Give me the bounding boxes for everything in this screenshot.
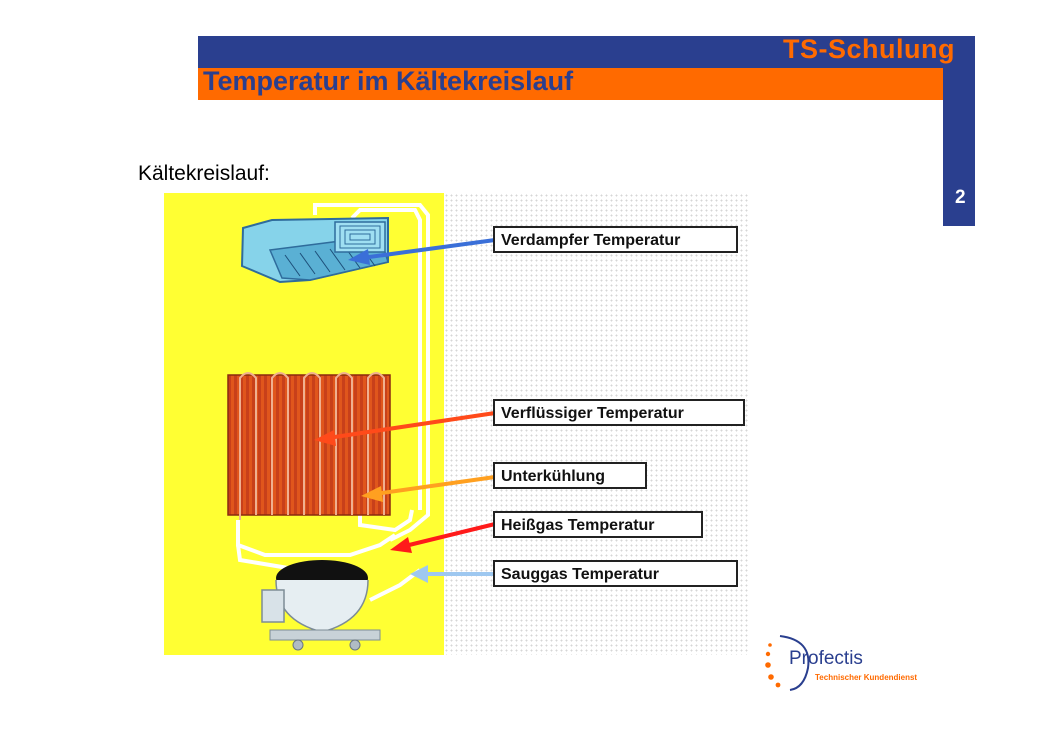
label-verfluessiger-temperatur: Verflüssiger Temperatur — [493, 399, 745, 426]
compressor-image — [261, 560, 381, 651]
brand-title: TS-Schulung — [783, 34, 955, 64]
arrowhead-heissgas — [390, 537, 412, 553]
condenser-image — [227, 372, 391, 520]
arrowhead-sauggas — [410, 565, 428, 583]
evaporator-image — [240, 216, 389, 284]
label-sauggas-temperatur: Sauggas Temperatur — [493, 560, 738, 587]
arrowhead-verdampfer — [348, 249, 370, 265]
arrow-heissgas — [404, 522, 496, 548]
profectis-logo-mark — [765, 635, 810, 691]
pointer-arrows — [314, 238, 496, 583]
label-heissgas-temperatur: Heißgas Temperatur — [493, 511, 703, 538]
logo-name: Profectis — [789, 648, 863, 669]
page-number: 2 — [955, 187, 966, 208]
label-verdampfer-temperatur: Verdampfer Temperatur — [493, 226, 738, 253]
side-bar-blue — [943, 36, 975, 226]
page-title: Temperatur im Kältekreislauf — [203, 66, 574, 96]
section-title: Kältekreislauf: — [138, 162, 270, 185]
header-bar-orange — [198, 68, 945, 100]
label-unterkuehlung: Unterkühlung — [493, 462, 647, 489]
arrow-verfluessiger — [327, 411, 496, 440]
arrowhead-unterkuehlung — [361, 486, 383, 502]
arrow-unterkuehlung — [374, 475, 496, 496]
arrowhead-verfluessiger — [314, 430, 336, 446]
header-bar-blue — [198, 36, 945, 68]
logo-subtitle: Technischer Kundendienst — [815, 673, 918, 682]
arrow-verdampfer — [361, 238, 496, 260]
